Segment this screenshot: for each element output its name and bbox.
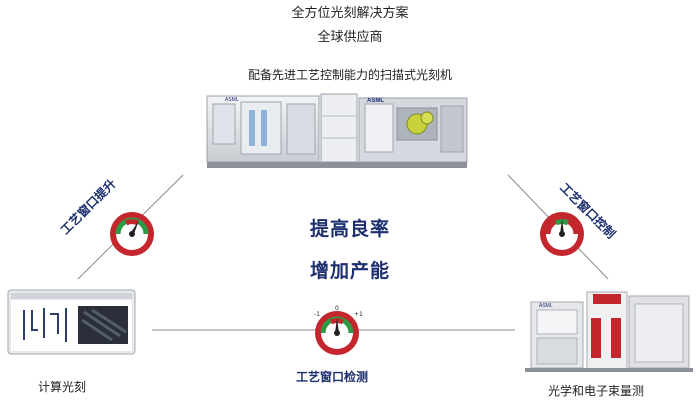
computational-lithography-monitor-image — [7, 289, 136, 355]
header-title: 全方位光刻解决方案 — [291, 6, 409, 21]
metrology-machines-image: ASML — [525, 291, 693, 372]
gauge-scale-right: +1 — [354, 311, 363, 318]
gauge-scale-left: -1 — [314, 311, 320, 318]
edge-label-bottom: 工艺窗口检测 — [296, 370, 369, 384]
node-label-metrology: 光学和电子束量测 — [548, 384, 645, 398]
center-line-capacity: 增加产能 — [309, 260, 390, 282]
center-line-yield: 提高良率 — [309, 218, 390, 240]
scanner-machine-image: ASML ASML — [206, 93, 468, 168]
scanner-logo-right: ASML — [367, 98, 384, 104]
gauge-scale-mid: 0 — [335, 305, 339, 312]
scanner-caption: 配备先进工艺控制能力的扫描式光刻机 — [247, 68, 452, 82]
header-subtitle: 全球供应商 — [317, 30, 383, 45]
gauge-icon-bottom: -1 0 +1 — [314, 305, 363, 355]
metrology-logo: ASML — [539, 303, 553, 309]
scanner-logo-left: ASML — [225, 97, 239, 103]
node-label-computational-lithography: 计算光刻 — [38, 380, 87, 394]
gauge-icon-left — [110, 212, 154, 256]
gauge-icon-right — [540, 212, 584, 256]
